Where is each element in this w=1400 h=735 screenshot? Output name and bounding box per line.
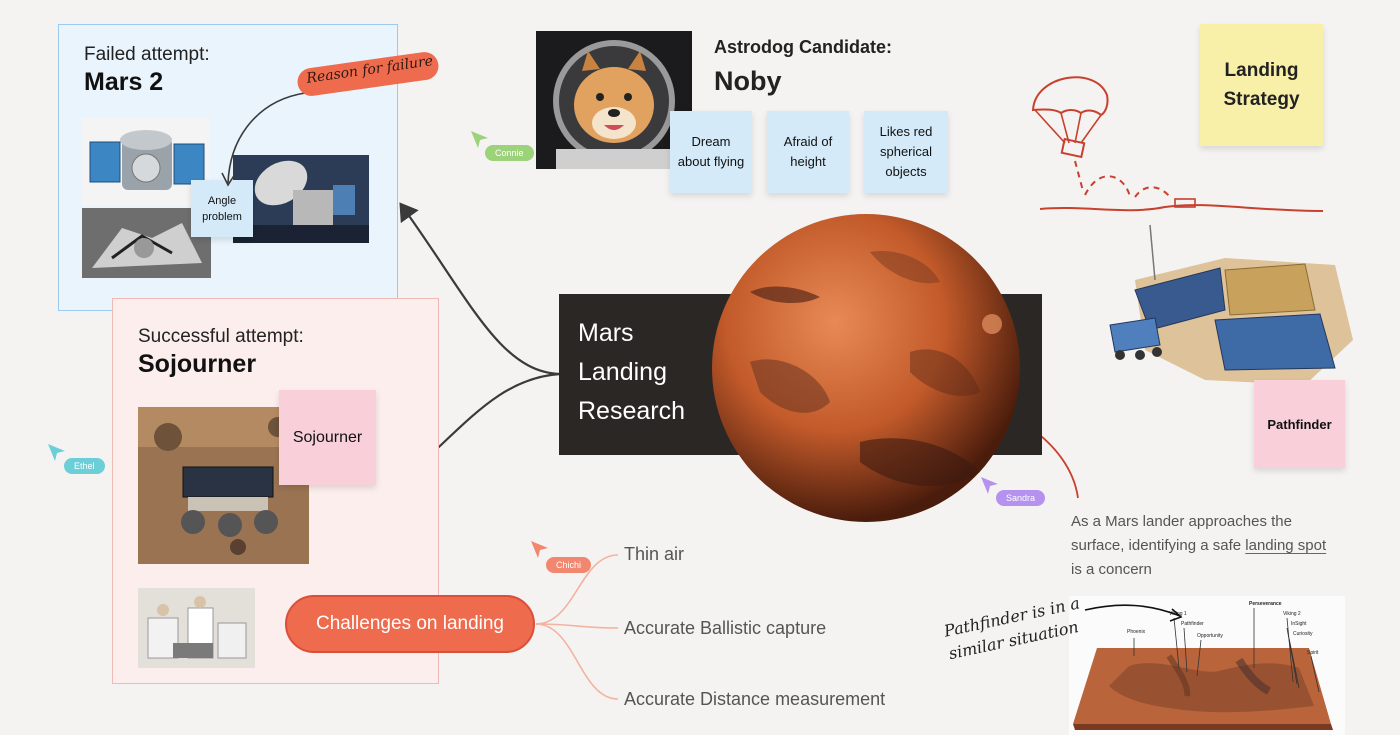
pathfinder-note[interactable]: Pathfinder: [1254, 380, 1345, 468]
collaborator-cursor-connie: Connie: [485, 145, 534, 161]
mars2-probe-photo[interactable]: [82, 118, 210, 206]
cursor-arrow-icon: [48, 444, 65, 461]
map-label-pathfinder: Pathfinder: [1181, 621, 1204, 627]
success-title: Sojourner: [138, 350, 257, 378]
landing-spot-paragraph: As a Mars lander approaches the surface,…: [1071, 510, 1331, 582]
arrow-to-failed: [399, 202, 561, 376]
map-label-perseverance: Perseverance: [1249, 601, 1282, 607]
likes-red-spherical-objects-note[interactable]: Likes red spherical objects: [864, 111, 948, 193]
parachute-sketch: [1031, 76, 1324, 212]
cursor-arrow-icon: [531, 541, 548, 558]
mars2-spacecraft-photo[interactable]: [233, 155, 369, 243]
map-label-insight: InSight: [1291, 621, 1307, 627]
astrodog-title: Noby: [714, 66, 782, 96]
map-label-opportunity: Opportunity: [1197, 633, 1223, 639]
handwriting-arrow: [1084, 604, 1183, 622]
angle-problem-note[interactable]: Angle problem: [191, 180, 253, 237]
map-label-curiosity: Curiosity: [1293, 631, 1313, 637]
failed-title: Mars 2: [84, 68, 164, 96]
challenge-thin-air[interactable]: Thin air: [624, 544, 685, 564]
astrodog-subtitle: Astrodog Candidate:: [714, 37, 892, 57]
mars2-lander-photo[interactable]: [82, 208, 211, 278]
branch-distance: [535, 623, 619, 700]
afraid-of-height-note[interactable]: Afraid of height: [767, 111, 849, 193]
central-topic-title: Mars Landing Research: [578, 319, 685, 425]
branch-ballistic: [535, 623, 619, 629]
cursor-arrow-icon: [471, 131, 488, 148]
collaborator-cursor-chichi: Chichi: [546, 557, 592, 573]
success-subtitle: Successful attempt:: [138, 326, 304, 347]
reason-arrow: [221, 92, 306, 187]
collaborator-cursor-sandra: Sandra: [996, 490, 1046, 506]
paragraph-text-start: As a Mars lander approaches the surface,…: [1071, 513, 1292, 554]
map-label-spirit: Spirit: [1307, 650, 1319, 656]
sojourner-note[interactable]: Sojourner: [279, 390, 376, 485]
map-label-phoenix: Phoenix: [1127, 629, 1146, 635]
map-label-viking2: Viking 2: [1283, 611, 1301, 617]
astrodog-photo[interactable]: [536, 31, 692, 169]
branch-thin-air: [535, 554, 619, 625]
challenge-ballistic-capture[interactable]: Accurate Ballistic capture: [624, 618, 827, 638]
mars-planet-image[interactable]: [710, 212, 1022, 524]
failed-subtitle: Failed attempt:: [84, 44, 210, 65]
sojourner-lab-photo[interactable]: [138, 588, 255, 668]
mars-map-image[interactable]: Phoenix Viking 1 Pathfinder Opportunity …: [1069, 596, 1345, 735]
cursor-arrow-icon: [981, 477, 998, 494]
challenges-on-landing-pill[interactable]: Challenges on landing: [285, 595, 535, 653]
landing-spot-link[interactable]: landing spot: [1245, 537, 1327, 554]
paragraph-text-end: is a concern: [1071, 561, 1152, 578]
landing-strategy-note[interactable]: Landing Strategy: [1200, 24, 1323, 146]
sojourner-rover-photo[interactable]: [138, 407, 309, 564]
dream-about-flying-note[interactable]: Dream about flying: [670, 111, 752, 193]
collaborator-cursor-ethel: Ethel: [64, 458, 105, 474]
challenge-distance-measurement[interactable]: Accurate Distance measurement: [624, 689, 886, 709]
pathfinder-lander-illustration[interactable]: [1105, 220, 1360, 390]
